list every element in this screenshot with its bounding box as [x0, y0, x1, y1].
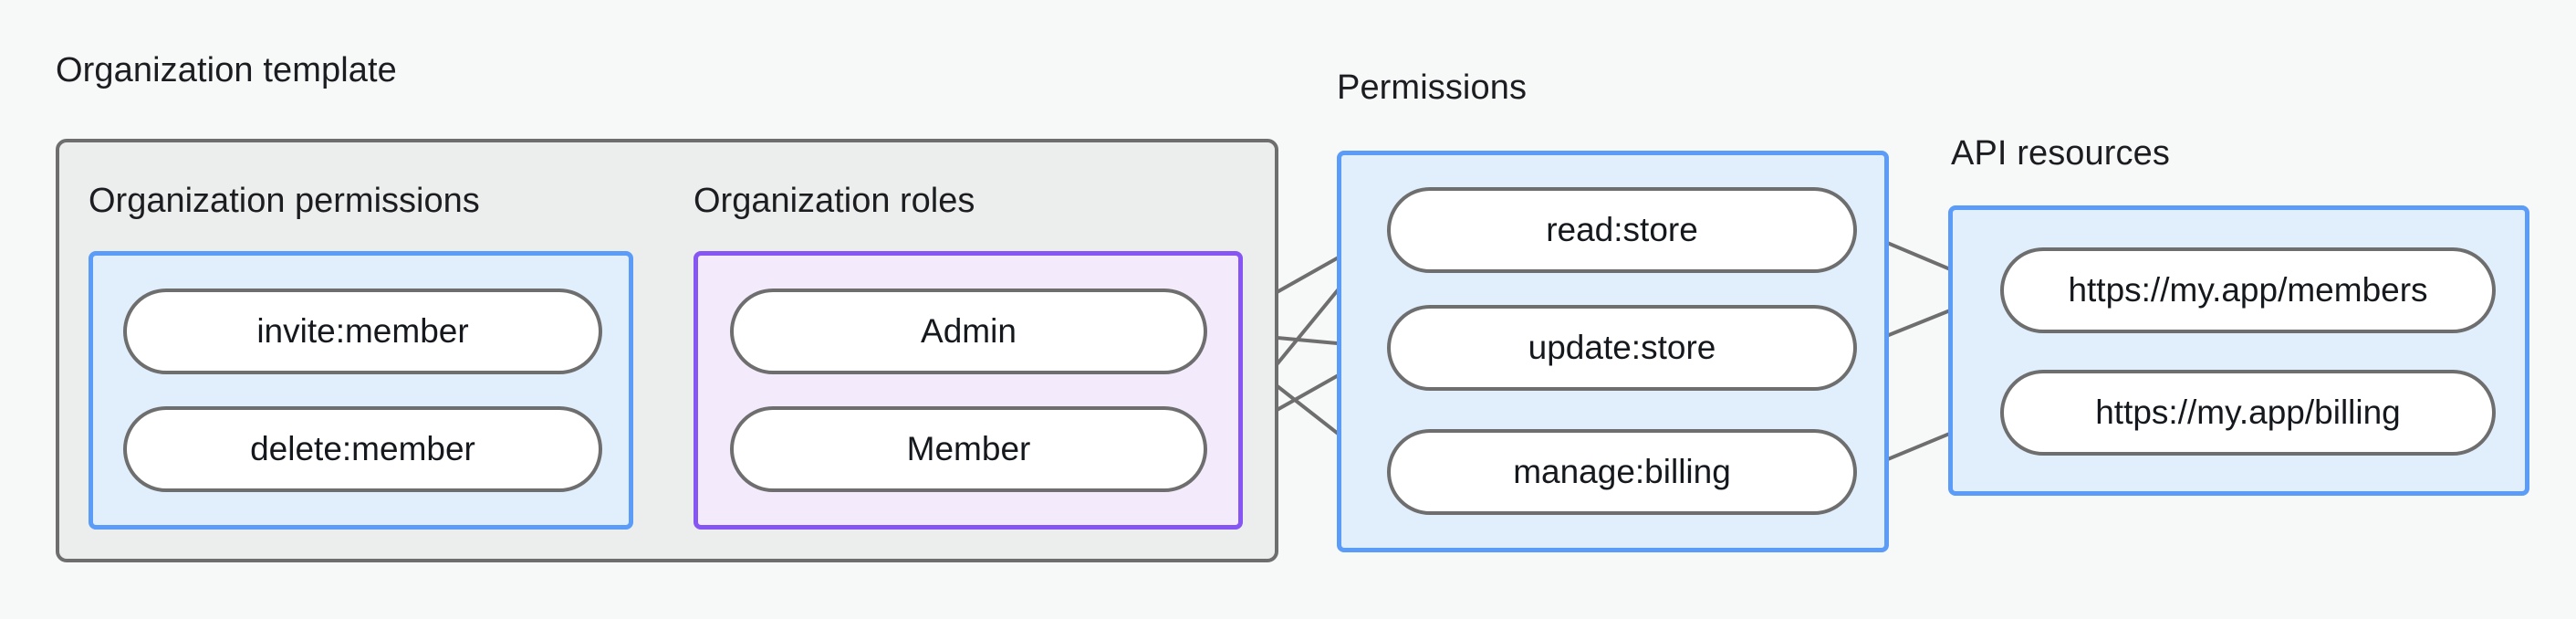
- group-label-api-resources: API resources: [1951, 134, 2170, 173]
- group-label-organization-template: Organization template: [56, 51, 397, 89]
- subgroup-label-organization-roles: Organization roles: [694, 182, 975, 220]
- permission-pill-manage-billing[interactable]: manage:billing: [1387, 429, 1857, 515]
- subgroup-label-organization-permissions: Organization permissions: [89, 182, 480, 220]
- role-pill-member[interactable]: Member: [730, 406, 1207, 492]
- permission-pill-invite-member[interactable]: invite:member: [123, 289, 602, 374]
- api-resource-pill-billing[interactable]: https://my.app/billing: [2000, 370, 2496, 456]
- role-pill-admin[interactable]: Admin: [730, 289, 1207, 374]
- permission-pill-delete-member[interactable]: delete:member: [123, 406, 602, 492]
- permission-pill-read-store[interactable]: read:store: [1387, 187, 1857, 273]
- group-label-permissions: Permissions: [1337, 68, 1528, 107]
- api-resource-pill-members[interactable]: https://my.app/members: [2000, 247, 2496, 333]
- permission-pill-update-store[interactable]: update:store: [1387, 305, 1857, 391]
